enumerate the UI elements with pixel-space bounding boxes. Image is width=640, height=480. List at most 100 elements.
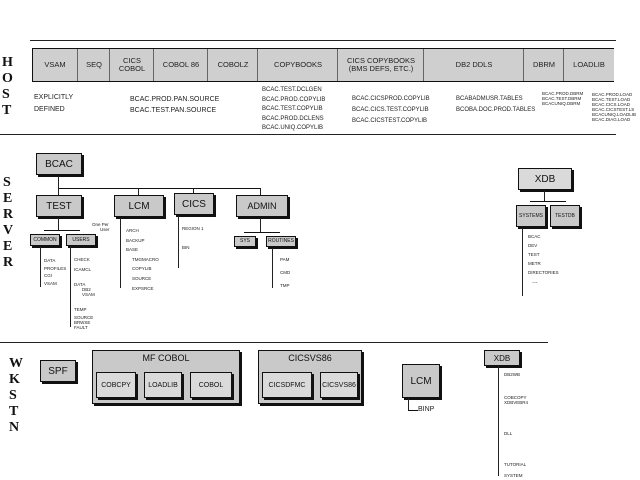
folder-item: BIN xyxy=(182,245,190,250)
dataset-name: BCAC.CICSPROD.COPYLIB xyxy=(352,96,430,102)
connector xyxy=(272,248,273,288)
connector xyxy=(408,398,409,410)
cicsvs86-title: CICSVS86 xyxy=(288,353,332,363)
connector xyxy=(138,188,139,195)
test-box: TEST xyxy=(36,195,82,217)
xdb-wkstn-items: DB2WB COBCOPY XDBVEBR4 DLL TUTORIAL SYST… xyxy=(504,372,538,478)
spf-box: SPF xyxy=(40,360,76,382)
folder-item: DB2 xyxy=(82,287,91,292)
folder-item: BASE xyxy=(126,247,139,253)
connector xyxy=(58,188,260,189)
folder-item: SOURCE xyxy=(132,275,152,281)
server-letter: E xyxy=(3,239,13,254)
connector xyxy=(58,218,59,230)
dataset-name: BCAC.CICSTEST.COPYLIB xyxy=(352,118,428,124)
folder-item: TMP xyxy=(280,283,290,288)
connector xyxy=(260,218,261,232)
note-line: One Per xyxy=(92,222,109,227)
folder-item: DIRECTORIES xyxy=(528,270,559,275)
folder-item: SYSTEM xyxy=(504,473,523,478)
connector xyxy=(58,188,59,195)
dataset-name: BCACUNIQ.DBRM xyxy=(542,101,581,106)
host-bottom-rule xyxy=(0,134,616,135)
bcac-root-box: BCAC xyxy=(36,153,82,175)
connector xyxy=(544,191,545,201)
connector xyxy=(58,176,59,188)
connector xyxy=(522,228,523,296)
host-letter: T xyxy=(2,103,12,118)
server-letter: V xyxy=(3,223,14,238)
folder-item: EXPSRCE xyxy=(132,285,154,291)
folder-item: DATA xyxy=(44,258,56,263)
connector xyxy=(178,216,179,268)
dataset-name: BCAC.TEST.PAN.SOURCE xyxy=(130,107,217,114)
sys-box: SYS xyxy=(234,236,256,247)
folder-item: BRWSE xyxy=(74,320,91,325)
folder-item: ARCH xyxy=(126,228,139,233)
host-cell-copybooks: COPYBOOKS xyxy=(257,49,338,81)
connector xyxy=(120,218,121,288)
lcm-items: ARCH BACKUP BASE TMGMACRO COPYLIB SOURCE… xyxy=(126,226,159,293)
xdb-server-box: XDB xyxy=(518,168,572,190)
folder-item: SOURCE xyxy=(74,315,94,320)
folder-item: BACKUP xyxy=(126,237,145,243)
folder-item: COBCOPY XDBVEBR4 xyxy=(504,395,529,405)
folder-item: FAULT xyxy=(74,325,88,330)
server-letter: R xyxy=(3,207,14,222)
folder-item: DLL xyxy=(504,431,513,436)
folder-item: CMD xyxy=(280,270,291,275)
dbrm-datasets: BCAC.PROD.DBRM BCAC.TEST.DBRM BCACUNIQ.D… xyxy=(542,91,583,106)
host-cell-cobolz: COBOLZ xyxy=(207,49,258,81)
host-cell-dbrm: DBRM xyxy=(523,49,564,81)
admin-box: ADMIN xyxy=(236,195,288,217)
dataset-name: BCACUNIQ.LOADLIB xyxy=(592,112,637,117)
cobcpy-box: COBCPY xyxy=(96,372,136,398)
cics-datasets: BCAC.CICSPROD.COPYLIB BCAC.CICS.TEST.COP… xyxy=(352,94,430,127)
host-top-rule xyxy=(30,40,616,41)
xdb-server-items: BCAC DEV TEST METR DIRECTORIES ... xyxy=(528,232,559,286)
loadlib-datasets: BCAC.PROD.LOAD BCAC.TEST.LOAD BCAC.CICS.… xyxy=(592,92,636,122)
connector xyxy=(44,230,80,231)
note-line: EXPLICITLY xyxy=(34,94,74,101)
cicsvs86-box: CICSVS86 xyxy=(320,372,358,398)
dataset-name: BCAC.UNIQ.COPYLIB xyxy=(262,125,324,132)
dataset-name: BCABADMUSR.TABLES xyxy=(456,96,523,102)
folder-item: TUTORIAL xyxy=(504,462,527,467)
dataset-name: BCAC.PROD.LOAD xyxy=(592,92,633,97)
folder-item: DATA xyxy=(74,282,86,287)
copybooks-datasets: BCAC.TEST.DCLGEN BCAC.PROD.COPYLIB BCAC.… xyxy=(262,86,325,134)
routines-box: ROUTINES xyxy=(266,236,296,247)
connector xyxy=(260,188,261,195)
cics-box: CICS xyxy=(174,193,214,215)
folder-item: METR xyxy=(528,261,541,266)
dataset-name: BCAC.PROD.DCLENS xyxy=(262,115,324,122)
server-letter: S xyxy=(3,175,11,190)
wkstn-letter: T xyxy=(9,404,19,419)
connector xyxy=(498,366,499,476)
dataset-name: BCAC.DIAG.LOAD xyxy=(592,117,631,122)
dataset-name: BCAC.CICS.TEST.COPYLIB xyxy=(352,107,429,113)
connector xyxy=(70,247,71,327)
folder-item: COPYLIB xyxy=(132,266,152,272)
connector xyxy=(244,232,280,233)
dataset-name: BCAC.PROD.DBRM xyxy=(542,91,584,96)
folder-item: REGION 1 xyxy=(182,226,204,231)
cics-items: REGION 1 BIN xyxy=(182,226,204,250)
cicsdfmc-box: CICSDFMC xyxy=(262,372,312,398)
server-letter: E xyxy=(3,191,13,206)
common-items: DATA PROFILES CGI VSAM xyxy=(44,257,66,287)
dataset-name: BCAC.PROD.PAN.SOURCE xyxy=(130,96,220,103)
lcm-box: LCM xyxy=(114,195,164,217)
server-letter: R xyxy=(3,255,14,270)
folder-item: CHECK xyxy=(74,257,90,262)
connector xyxy=(40,247,41,287)
folder-item: TMGMACRO xyxy=(132,256,159,262)
folder-item: VSAM xyxy=(82,292,95,297)
cobol86-datasets: BCAC.PROD.PAN.SOURCE BCAC.TEST.PAN.SOURC… xyxy=(130,96,219,115)
folder-item: DEV xyxy=(528,243,538,248)
note-line: DEFINED xyxy=(34,106,65,113)
dataset-name: BCAC.TEST.LOAD xyxy=(592,97,631,102)
connector xyxy=(193,188,194,193)
host-letter: O xyxy=(2,71,13,86)
dataset-name: BCAC.TEST.DBRM xyxy=(542,96,582,101)
